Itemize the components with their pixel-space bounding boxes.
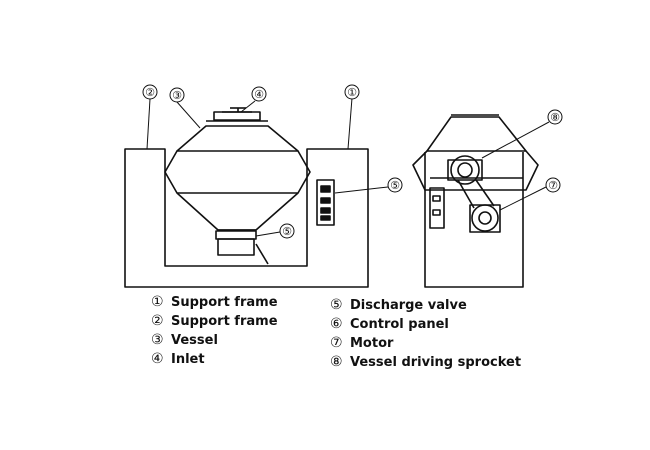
callout-8: ⑧	[547, 109, 563, 125]
drive-chain	[457, 179, 475, 209]
callout-4: ④	[251, 86, 267, 102]
svg-text:⑤: ⑤	[390, 179, 400, 192]
front-vessel	[164, 125, 311, 231]
svg-text:②: ②	[145, 86, 155, 99]
svg-text:⑧: ⑧	[550, 111, 560, 124]
svg-text:⑤: ⑤	[282, 225, 292, 238]
callout-1: ①	[344, 84, 360, 100]
side-control-box	[429, 187, 445, 229]
svg-text:④: ④	[254, 88, 264, 101]
callouts: ② ③ ④ ① ⑤ ⑤ ⑧ ⑦	[142, 84, 563, 239]
callout-5-panel: ⑤	[387, 177, 403, 193]
front-discharge-valve	[215, 230, 269, 265]
callout-3: ③	[169, 87, 185, 103]
svg-text:③: ③	[172, 89, 182, 102]
side-motor	[469, 204, 501, 233]
front-inlet	[206, 107, 268, 122]
svg-text:①: ①	[347, 86, 357, 99]
front-support-frame	[124, 148, 369, 288]
side-vessel	[412, 114, 539, 191]
callout-2: ②	[142, 84, 158, 100]
callout-5-valve: ⑤	[279, 223, 295, 239]
front-control-panel	[316, 179, 335, 226]
side-support-frame	[424, 152, 524, 288]
callout-7: ⑦	[545, 177, 561, 193]
side-sprocket	[447, 155, 483, 185]
svg-text:⑦: ⑦	[548, 179, 558, 192]
